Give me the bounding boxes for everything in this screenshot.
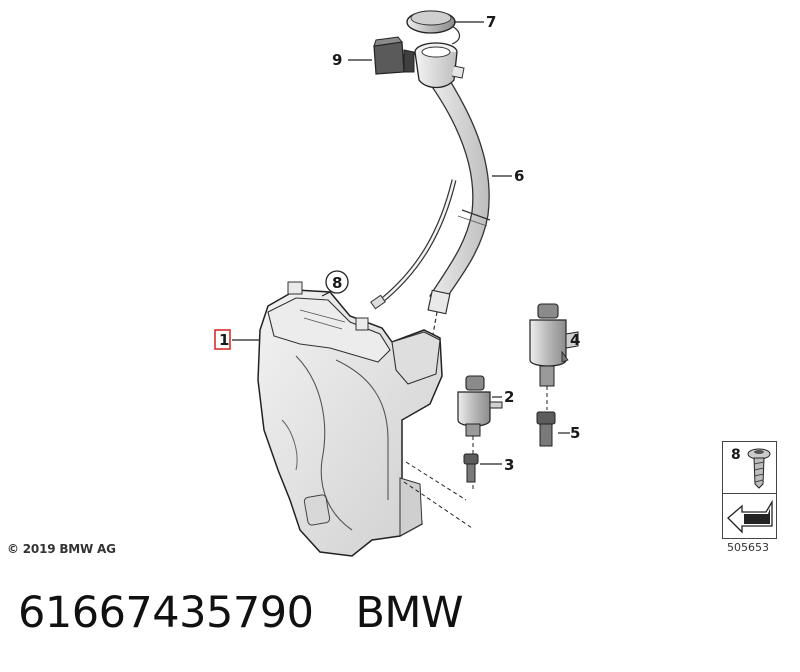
- callout-1-highlight: [214, 329, 231, 350]
- copyright-notice: © 2019 BMW AG: [7, 542, 116, 556]
- overflow-hose: [370, 179, 457, 310]
- callout-6: 6: [514, 167, 524, 185]
- callout-8: 8: [332, 274, 342, 292]
- filler-neck-top: [414, 42, 465, 89]
- leader-lines: [232, 21, 570, 465]
- callout-2: 2: [504, 388, 514, 406]
- reference-box: 8: [722, 441, 777, 539]
- clip-part-9: [373, 36, 415, 75]
- washer-pump-part-4: [529, 303, 579, 410]
- reference-box-divider: [723, 493, 776, 494]
- parts-diagram: 1 2 3 4 5 6 7 9 8: [214, 10, 580, 557]
- filler-cap: [406, 10, 461, 45]
- washer-fluid-reservoir: [257, 281, 473, 557]
- drawing-id: 505653: [727, 541, 769, 554]
- callout-4: 4: [570, 331, 580, 349]
- callout-5: 5: [570, 424, 580, 442]
- screw-icon: [747, 448, 771, 489]
- callout-8-circle: [325, 270, 349, 294]
- filler-pipe: [418, 61, 491, 341]
- callout-3: 3: [504, 456, 514, 474]
- callout-1: 1: [219, 331, 229, 349]
- callout-7: 7: [486, 13, 496, 31]
- washer-pump-part-2: [457, 375, 503, 492]
- callout-9: 9: [332, 51, 342, 69]
- part-number-text: 61667435790: [18, 588, 314, 638]
- footer-part-number: 61667435790 BMW: [18, 588, 505, 638]
- grommet-part-5: [536, 411, 556, 447]
- brand-text: BMW: [355, 588, 464, 638]
- grommet-part-3: [463, 453, 479, 483]
- reference-box-label: 8: [731, 447, 741, 463]
- arrow-symbol-icon: [727, 499, 773, 534]
